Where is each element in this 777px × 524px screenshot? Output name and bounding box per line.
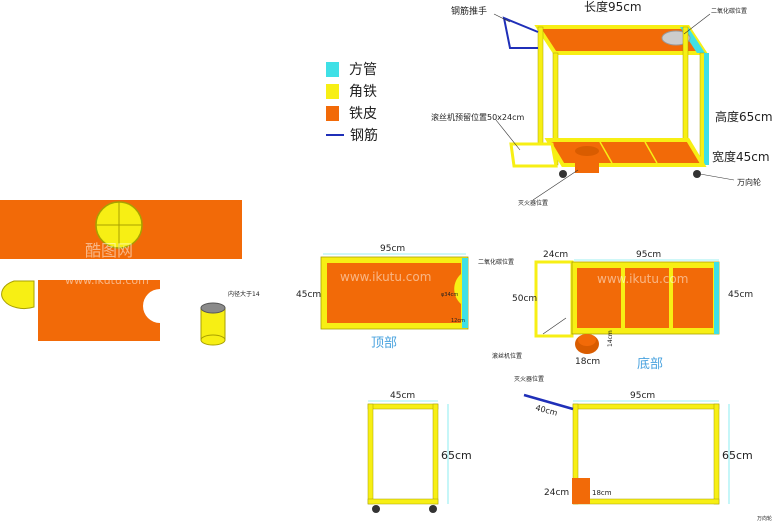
leader-handle bbox=[493, 13, 511, 23]
legend-label: 方管 bbox=[349, 62, 377, 78]
bottom-cell-2 bbox=[625, 268, 669, 328]
watermark-3: www.ikutu.com bbox=[340, 270, 431, 284]
front-height: 65cm bbox=[722, 449, 753, 462]
legend-label: 角铁 bbox=[349, 84, 377, 100]
bottom-d18: 18cm bbox=[575, 357, 600, 367]
cylinder-label: 内径大于14 bbox=[228, 290, 260, 298]
bottom-panel bbox=[544, 138, 707, 167]
rebar-handle bbox=[502, 16, 539, 49]
top-depth: 45cm bbox=[296, 290, 321, 300]
leader-ext bbox=[532, 169, 579, 201]
length-label: 长度95cm bbox=[584, 0, 642, 14]
side-wheel-1 bbox=[372, 505, 380, 513]
top-view-sheet bbox=[327, 263, 461, 323]
cylinder-part bbox=[200, 302, 226, 346]
leader-co2 bbox=[683, 13, 711, 35]
legend-item-rebar: 钢筋 bbox=[326, 124, 378, 146]
watermark-2: www.ikutu.com bbox=[65, 274, 149, 287]
legend: 方管 角铁 铁皮 钢筋 bbox=[326, 58, 378, 146]
top-view-co2 bbox=[462, 258, 468, 328]
front-length: 95cm bbox=[630, 391, 655, 401]
cyan-post bbox=[704, 53, 709, 165]
bottom-machine: 滚丝机位置 bbox=[492, 352, 522, 360]
side-top-bar bbox=[367, 403, 439, 410]
bottom-machine-frame bbox=[534, 260, 574, 338]
rebar-line-swatch bbox=[326, 134, 344, 136]
bottom-sheet bbox=[38, 280, 160, 341]
top-title: 顶部 bbox=[371, 336, 397, 351]
side-width: 45cm bbox=[390, 391, 415, 401]
co2-label: 二氧化碳位置 bbox=[711, 7, 747, 15]
sheet-parts: 内径大于14 bbox=[0, 200, 260, 346]
bottom-title: 底部 bbox=[637, 356, 663, 372]
bottom-ext: 灭火器位置 bbox=[514, 375, 544, 383]
bottom-diag bbox=[542, 317, 567, 335]
bottom-cell-3 bbox=[673, 268, 713, 328]
wheel-2 bbox=[693, 170, 701, 178]
bottom-cell-1 bbox=[577, 268, 621, 328]
bottom-co2 bbox=[714, 262, 719, 334]
width-label: 宽度45cm bbox=[712, 149, 770, 164]
handle-label: 钢筋推手 bbox=[451, 5, 487, 17]
front-handle bbox=[523, 393, 574, 411]
back-right-post bbox=[682, 26, 689, 148]
sheet-iron-swatch bbox=[326, 105, 339, 121]
bottom-w1: 24cm bbox=[543, 250, 568, 260]
angle-iron-swatch bbox=[326, 83, 339, 99]
bottom-extinguisher bbox=[575, 334, 599, 354]
legend-label: 钢筋 bbox=[350, 128, 378, 144]
top-width: 95cm bbox=[380, 244, 405, 254]
legend-item-sheet-iron: 铁皮 bbox=[326, 102, 378, 124]
wheel-label: 万向轮 bbox=[737, 177, 761, 187]
leader-wheel bbox=[699, 173, 735, 181]
watermark-4: www.ikutu.com bbox=[597, 272, 688, 286]
height-label: 高度65cm bbox=[715, 109, 773, 124]
side-right-post bbox=[432, 403, 439, 505]
legend-item-angle-iron: 角铁 bbox=[326, 80, 378, 102]
extinguisher-label: 灭火器位置 bbox=[518, 199, 548, 207]
bottom-depth: 50cm bbox=[512, 294, 537, 304]
top-view: 95cm 45cm 二氧化碳位置 φ34cm 12cm 顶部 bbox=[296, 244, 514, 351]
bottom-divider-2 bbox=[644, 141, 658, 164]
bottom-d14: 14cm bbox=[607, 330, 614, 347]
legend-item-square-tube: 方管 bbox=[326, 58, 378, 80]
half-disc-part bbox=[1, 280, 35, 310]
wheel-1 bbox=[559, 170, 567, 178]
front-top-bar bbox=[572, 403, 720, 410]
top-edge: 12cm bbox=[451, 318, 465, 324]
front-bottom-bar bbox=[572, 498, 720, 505]
front-extinguisher bbox=[572, 478, 590, 504]
extinguisher bbox=[575, 146, 599, 173]
bottom-view: 24cm 95cm 50cm 45cm 滚丝机位置 灭火器位置 18cm 14c… bbox=[492, 250, 753, 383]
front-w24: 24cm bbox=[544, 488, 569, 498]
watermarks: 酷图网 www.ikutu.com www.ikutu.com www.ikut… bbox=[65, 241, 688, 287]
legend-label: 铁皮 bbox=[349, 106, 377, 122]
front-d18: 18cm bbox=[592, 489, 612, 497]
side-wheel-2 bbox=[429, 505, 437, 513]
bottom-w2: 95cm bbox=[636, 250, 661, 260]
back-left-post bbox=[537, 26, 544, 148]
top-hole: φ34cm bbox=[441, 292, 458, 298]
top-co2: 二氧化碳位置 bbox=[478, 258, 514, 266]
leader-machine bbox=[495, 119, 521, 151]
square-tube-swatch bbox=[326, 61, 339, 77]
perspective-view: 长度95cm 钢筋推手 二氧化碳位置 高度65cm 宽度45cm 滚丝机预留位置… bbox=[431, 0, 773, 207]
front-right-post bbox=[713, 403, 720, 505]
watermark-1: 酷图网 bbox=[85, 241, 133, 260]
bottom-divider-1 bbox=[599, 141, 613, 164]
machine-slot-label: 滚丝机预留位置50x24cm bbox=[431, 112, 524, 122]
machine-tray bbox=[509, 142, 558, 168]
bottom-depth2: 45cm bbox=[728, 290, 753, 300]
front-wheel: 万向轮 bbox=[757, 515, 772, 522]
side-height: 65cm bbox=[441, 449, 472, 462]
front-view: 95cm 65cm 40cm 24cm 18cm 万向轮 bbox=[523, 391, 772, 522]
side-left-post bbox=[367, 403, 374, 505]
front-handle-len: 40cm bbox=[534, 403, 558, 418]
side-bottom-bar bbox=[367, 498, 439, 505]
side-view: 45cm 65cm bbox=[367, 391, 472, 513]
